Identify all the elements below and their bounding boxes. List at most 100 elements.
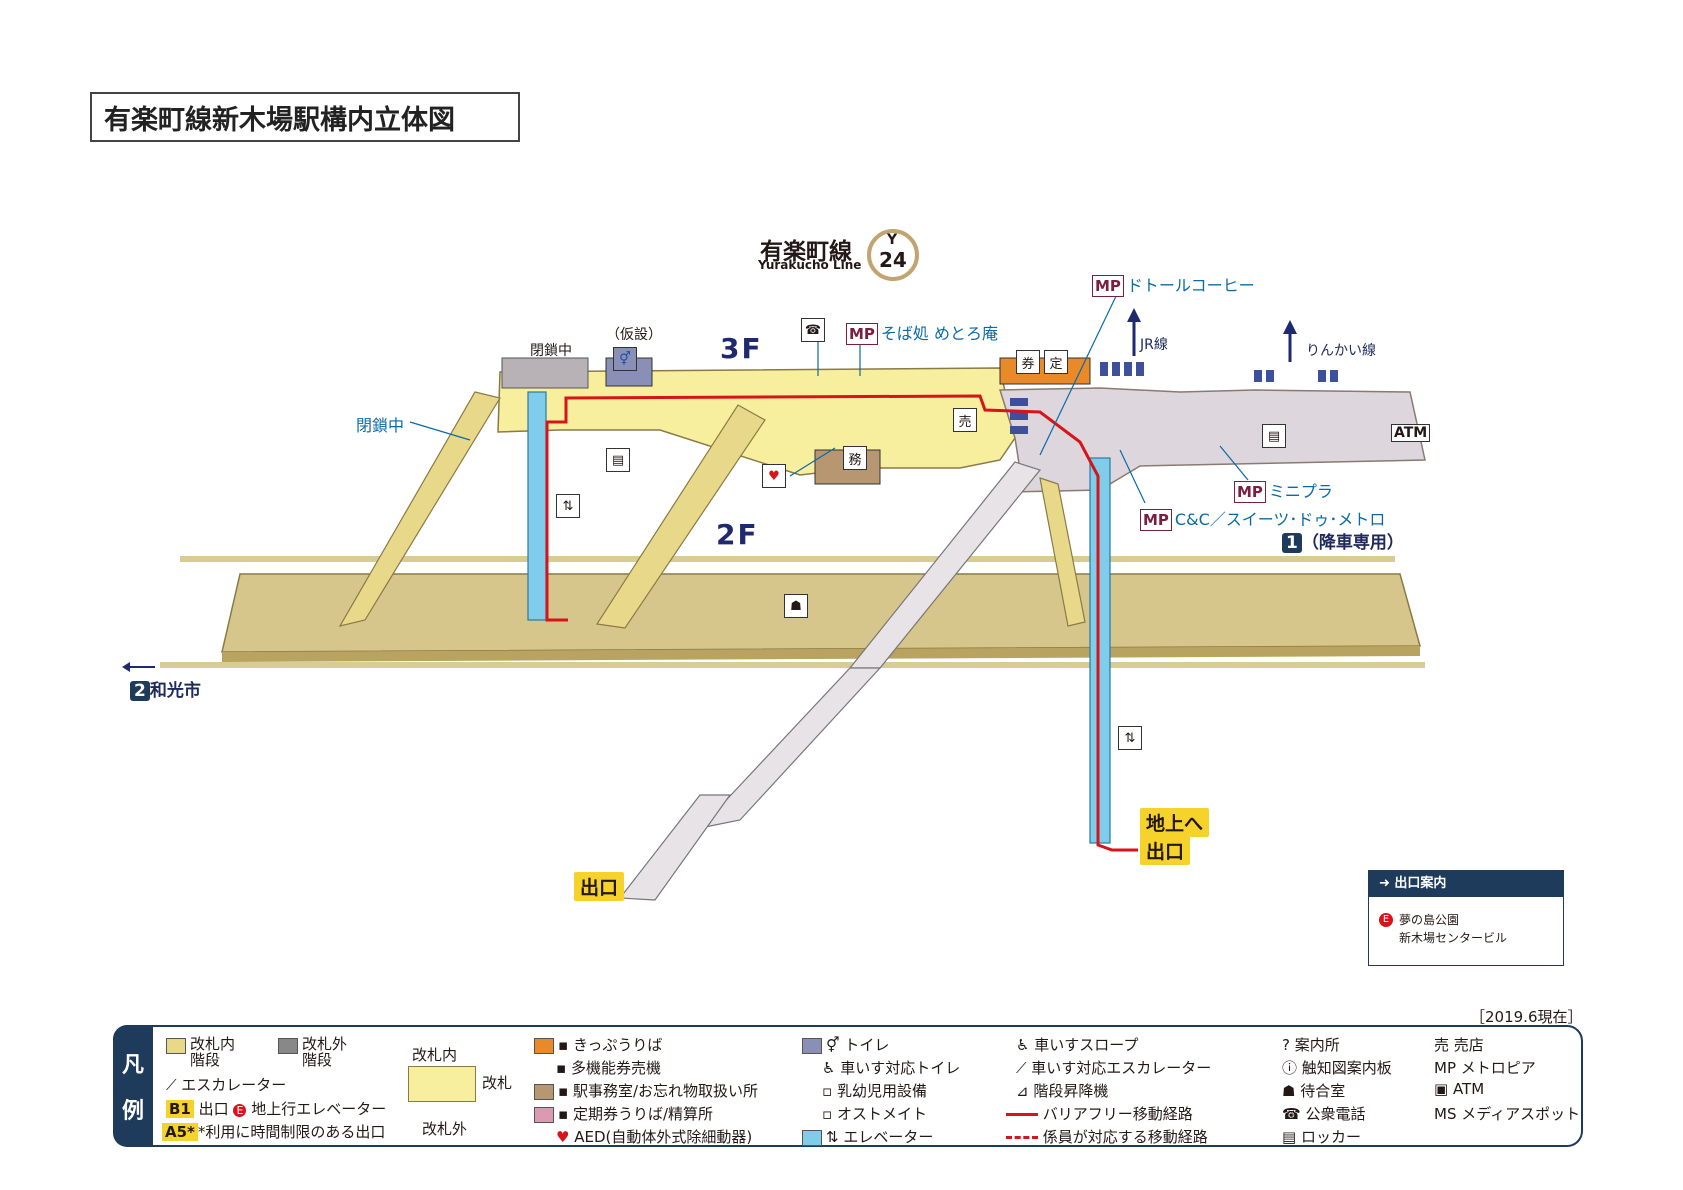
legend-media: MS メディアスポット — [1434, 1105, 1581, 1123]
legend-gate: 改札 — [482, 1074, 513, 1092]
waiting-room-icon: ☗ — [784, 594, 808, 618]
stairs-exit-bottom — [618, 794, 732, 901]
mp-icon: MP — [846, 323, 878, 345]
stairs-swatch — [278, 1037, 298, 1054]
elevator-left — [527, 391, 547, 621]
platform-2f — [221, 573, 1421, 653]
temporary-label: （仮設） — [606, 327, 662, 343]
legend-ostomate: ▫ オストメイト — [822, 1105, 927, 1123]
legend-pass: ▪ 定期券うりば/精算所 — [534, 1103, 713, 1124]
time-tag: A5* — [162, 1123, 198, 1141]
exit-guide-item: E 夢の島公園 新木場センタービル — [1379, 911, 1507, 947]
legend-baby: ▫ 乳幼児用設備 — [822, 1082, 927, 1100]
legend-waiting: ☗ 待合室 — [1282, 1082, 1346, 1100]
exit-guide-title: ➜ 出口案内 — [1369, 871, 1563, 897]
legend-atm: ▣ ATM — [1434, 1080, 1485, 1098]
escalator-right — [1039, 477, 1086, 627]
legend-slope: ♿ 車いすスロープ — [1016, 1036, 1139, 1054]
exit1-label: 1（降車専用） — [1282, 528, 1404, 553]
legend-office: ▪ 駅事務室/お忘れ物取扱い所 — [534, 1080, 758, 1101]
elevator-icon: ⇅ — [556, 494, 580, 518]
floor-2f: 2F — [716, 518, 759, 551]
aed-icon: ♥ — [762, 464, 786, 488]
legend-toilet: ⚥ トイレ — [802, 1034, 889, 1055]
legend-aed: ♥ AED(自動体外式除細動器) — [556, 1128, 753, 1146]
legend-gate-outside: 改札外 — [422, 1120, 468, 1138]
escalator-icon: ⟋ — [166, 1076, 182, 1094]
legend-accessible-toilet: ♿ 車いす対応トイレ — [822, 1059, 961, 1077]
ticket-machine-icon: 券 — [1016, 350, 1040, 374]
multi-ticket-icon: 定 — [1044, 350, 1068, 374]
barrier-free-route — [545, 394, 1138, 852]
elevator-exit-badge: E — [233, 1104, 247, 1117]
rinkai-label: りんかい線 — [1306, 343, 1376, 359]
office-icon: 務 — [843, 446, 867, 470]
stairs-center — [595, 404, 766, 629]
closed-top-label: 閉鎖中 — [530, 343, 572, 359]
exit-number-badge: 2 — [130, 681, 150, 701]
phone-icon: ☎ — [801, 318, 825, 342]
legend-ticket: ▪ きっぷうりば — [534, 1034, 662, 1055]
legend-elevator: ⇅ エレベーター — [802, 1126, 933, 1147]
legend-gate-inside: 改札内 — [412, 1046, 458, 1064]
legend-locker: ▤ ロッカー — [1282, 1128, 1361, 1146]
date-label: ［2019.6現在］ — [1470, 1008, 1583, 1026]
exit-guide: ➜ 出口案内 E 夢の島公園 新木場センタービル — [1368, 870, 1564, 966]
legend-escalator: ⟋ エスカレーター — [166, 1076, 287, 1094]
legend-stair-lift: ⊿ 階段昇降機 — [1016, 1082, 1109, 1100]
legend-wheel-escalator: ⟋ 車いす対応エスカレーター — [1016, 1059, 1212, 1077]
line-badge — [867, 229, 919, 281]
legend-metropia: MP メトロピア — [1434, 1059, 1536, 1077]
toilet-icon: ⚥ — [613, 347, 637, 371]
leader-lines — [409, 291, 1249, 504]
to-ground-label: 地上へ — [1140, 808, 1210, 837]
elevator-icon: ⇅ — [1118, 726, 1142, 750]
line-name-en: Yurakucho Line — [758, 258, 862, 272]
line-name: 有楽町線 — [760, 239, 852, 265]
mp-icon: MP — [1234, 481, 1266, 503]
closed-block — [501, 357, 589, 389]
jr-label: JR線 — [1140, 337, 1168, 353]
exit-tag: B1 — [166, 1100, 194, 1118]
legend-phone: ☎ 公衆電話 — [1282, 1105, 1366, 1123]
legend-barrier-free: バリアフリー移動経路 — [1006, 1103, 1193, 1124]
arrow-jr-head — [1127, 308, 1141, 322]
legend-multi-ticket: ▪ 多機能券売機 — [556, 1059, 661, 1077]
arrow-wako-head — [122, 662, 130, 672]
exit-code-badge: E — [1379, 913, 1393, 927]
locker-icon: ▤ — [1262, 424, 1286, 448]
legend-info: ? 案内所 — [1282, 1036, 1340, 1054]
floor-3f: 3F — [720, 332, 763, 365]
platform-edge — [222, 646, 1420, 662]
line-code-number: 24 — [879, 248, 907, 272]
exit-number-badge: 1 — [1282, 533, 1302, 553]
legend-tactile: ⓘ 触知図案内板 — [1282, 1059, 1392, 1077]
locker-icon: ▤ — [606, 448, 630, 472]
page-title: 有楽町線新木場駅構内立体図 — [90, 92, 520, 142]
mp-icon: MP — [1140, 509, 1172, 531]
atm-icon: ATM — [1391, 424, 1431, 442]
elevator-right — [1089, 457, 1111, 844]
legend-staff-route: 係員が対応する移動経路 — [1006, 1126, 1208, 1147]
closed-left-label: 閉鎖中 — [356, 416, 405, 435]
exit-right-label: 出口 — [1140, 836, 1191, 865]
stairs-exit-lower — [698, 667, 882, 829]
arrow-rinkai-head — [1283, 320, 1297, 334]
mp-icon: MP — [1092, 275, 1124, 297]
legend-exit: B1 出口 E 地上行エレベーター — [166, 1098, 386, 1119]
legend-side: 凡例 — [113, 1025, 153, 1147]
legend-shop: 売 売店 — [1434, 1036, 1484, 1054]
legend-stairs-outside: 改札外 階段 — [278, 1036, 347, 1068]
exit-left-label: 出口 — [574, 872, 625, 901]
legend-stairs-inside: 改札内 階段 — [166, 1036, 235, 1068]
line-code-letter: Y — [887, 232, 898, 248]
stairs-swatch — [166, 1037, 186, 1054]
ticket-gates — [1010, 362, 1338, 434]
gate-swatch — [408, 1066, 476, 1102]
